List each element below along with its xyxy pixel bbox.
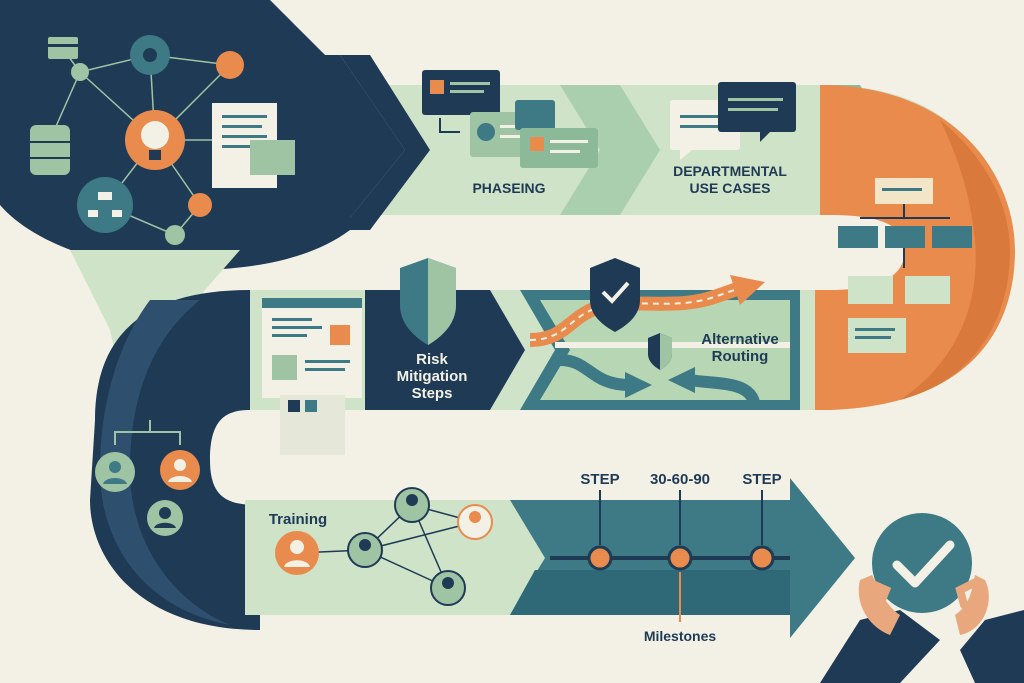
top-arrow-head — [260, 55, 405, 230]
milestone-dot — [587, 545, 613, 571]
left-curve-sage — [100, 300, 230, 625]
node-orange — [216, 51, 244, 79]
routing-label: Routing — [711, 348, 769, 365]
org-chart-icon — [77, 177, 133, 233]
milestone-dot — [667, 545, 693, 571]
orange-curve-shadow — [900, 120, 1010, 400]
document-icon — [212, 103, 295, 188]
step-right-label: STEP — [742, 471, 782, 488]
alternative-label: Alternative — [701, 331, 779, 348]
shield-icon — [400, 258, 456, 345]
step-left-label: STEP — [580, 471, 620, 488]
risk-label: Risk — [416, 351, 448, 368]
teal-route — [559, 354, 631, 391]
card-icon — [48, 37, 78, 59]
org-chart-orange — [838, 178, 972, 353]
phase-chevron — [560, 85, 660, 215]
milestone-lower — [510, 570, 790, 615]
small-shield-icon — [648, 333, 672, 370]
chat-bubble-icon — [670, 82, 796, 160]
shield-check-icon — [590, 258, 640, 332]
orange-route-arrow — [730, 275, 765, 305]
training-label: Training — [268, 511, 328, 528]
check-icon — [872, 513, 972, 613]
phaseing-label: PHASEING — [472, 180, 546, 196]
steps-label: Steps — [411, 385, 453, 402]
phase-cards — [422, 70, 598, 168]
database-icon — [30, 125, 70, 175]
mitigation-label: Mitigation — [396, 368, 468, 385]
milestone-dot — [749, 545, 775, 571]
use-cases-label: USE CASES — [689, 180, 771, 196]
milestones-label: Milestones — [643, 628, 717, 644]
top-band-chevron-1 — [340, 55, 430, 230]
node-dot — [71, 63, 89, 81]
browser-window-icon — [262, 298, 362, 455]
step-mid-label: 30-60-90 — [649, 471, 711, 488]
departmental-label: DEPARTMENTAL — [673, 163, 787, 179]
